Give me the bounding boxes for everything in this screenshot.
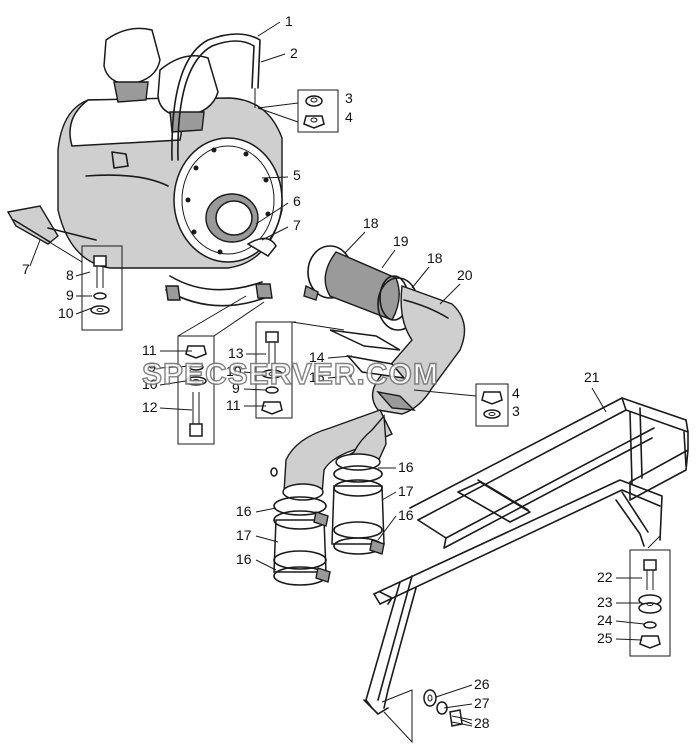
fastener-kit-bolt-13 bbox=[255, 321, 345, 419]
callout-leader bbox=[615, 638, 643, 641]
callout-label: 10 bbox=[226, 363, 242, 379]
callout-label: 9 bbox=[232, 380, 240, 396]
callout-leader bbox=[243, 388, 267, 391]
fastener-kit-nuts-right bbox=[413, 383, 509, 427]
callout-label: 3 bbox=[345, 90, 353, 106]
callout-leader bbox=[411, 266, 430, 289]
callout-label: 7 bbox=[293, 217, 301, 233]
callout-leader bbox=[381, 249, 396, 269]
callout-label: 4 bbox=[512, 385, 520, 401]
callout-leader bbox=[377, 515, 397, 541]
support-frame bbox=[363, 397, 689, 715]
callout-leader bbox=[261, 176, 289, 179]
callout-leader bbox=[255, 559, 277, 571]
callout-leader bbox=[260, 53, 286, 63]
callout-label: 6 bbox=[293, 193, 301, 209]
intake-cap-left bbox=[103, 27, 161, 103]
callout-leader bbox=[29, 239, 41, 267]
left-mounting-bracket bbox=[6, 205, 97, 245]
callout-label: 9 bbox=[148, 359, 156, 375]
callout-label: 16 bbox=[398, 459, 414, 475]
callout-leader bbox=[255, 535, 279, 543]
callout-leader bbox=[461, 719, 473, 725]
callout-leader bbox=[261, 226, 289, 241]
fastener-kit-bolt-8-10 bbox=[45, 239, 123, 331]
y-pipe-branch-left bbox=[270, 409, 393, 501]
callout-label: 23 bbox=[597, 594, 613, 610]
intake-pipe-elbow bbox=[371, 285, 466, 415]
outlet-pipe-stub bbox=[205, 193, 259, 243]
callout-leader bbox=[255, 507, 277, 513]
callout-label: 11 bbox=[142, 342, 157, 358]
callout-leader bbox=[159, 365, 193, 369]
callout-label: 7 bbox=[22, 261, 30, 277]
callout-label: 18 bbox=[363, 215, 379, 231]
callout-label: 2 bbox=[290, 45, 298, 61]
fastener-kit-bolt-26-28 bbox=[381, 689, 473, 744]
fastener-kit-nuts-top bbox=[257, 89, 339, 133]
callout-label: 12 bbox=[142, 399, 158, 415]
callout-leader bbox=[435, 684, 473, 698]
callout-label: 25 bbox=[597, 630, 613, 646]
pipe-mounting-bracket bbox=[329, 329, 416, 411]
callout-label: 15 bbox=[309, 369, 325, 385]
callout-leader bbox=[327, 355, 353, 359]
callout-leader bbox=[443, 703, 473, 709]
lower-mounting-band bbox=[165, 237, 277, 307]
callout-label: 3 bbox=[512, 403, 520, 419]
callout-label: 1 bbox=[285, 13, 293, 29]
left-lower-hose bbox=[273, 496, 331, 586]
callout-leader bbox=[159, 407, 193, 411]
fastener-kit-bolt-11-12 bbox=[177, 295, 265, 445]
callout-label: 17 bbox=[236, 527, 252, 543]
callout-label: 18 bbox=[427, 250, 443, 266]
callout-label: 16 bbox=[236, 551, 252, 567]
callout-leader bbox=[255, 202, 289, 225]
callout-leader bbox=[591, 387, 607, 413]
callout-label: 28 bbox=[474, 715, 490, 731]
callout-leader bbox=[327, 375, 353, 379]
watermark-text: SPECSERVER.COM bbox=[142, 358, 439, 391]
intake-hose bbox=[324, 251, 409, 321]
callout-label: 4 bbox=[345, 109, 353, 125]
callout-leader bbox=[439, 283, 461, 305]
callout-label: 17 bbox=[398, 483, 414, 499]
callout-label: 14 bbox=[309, 349, 325, 365]
callout-label: 11 bbox=[226, 397, 241, 413]
callout-label: 16 bbox=[398, 507, 414, 523]
callout-label: 5 bbox=[293, 167, 301, 183]
callout-leader bbox=[615, 620, 645, 625]
callout-label: 26 bbox=[474, 676, 490, 692]
callout-leader bbox=[381, 491, 397, 501]
callout-leader bbox=[344, 231, 366, 254]
callout-label: 20 bbox=[457, 267, 473, 283]
callout-label: 27 bbox=[474, 695, 490, 711]
callout-label: 19 bbox=[393, 233, 409, 249]
callout-label: 9 bbox=[66, 287, 74, 303]
callout-label: 24 bbox=[597, 612, 613, 628]
callout-label: 10 bbox=[142, 376, 158, 392]
callout-leader bbox=[75, 271, 91, 277]
callout-leader bbox=[75, 307, 93, 315]
fastener-kit-bolt-22-25 bbox=[629, 535, 671, 657]
callout-leader bbox=[159, 379, 193, 386]
callout-label: 10 bbox=[58, 305, 74, 321]
callout-leader bbox=[243, 371, 265, 375]
right-lower-hose bbox=[331, 465, 385, 555]
callout-leader-lines bbox=[29, 21, 645, 725]
callout-leader bbox=[257, 21, 281, 37]
y-pipe-branch-right bbox=[335, 414, 387, 471]
callout-label: 16 bbox=[236, 503, 252, 519]
callout-label: 8 bbox=[66, 267, 74, 283]
callout-label: 22 bbox=[597, 569, 613, 585]
retaining-strap bbox=[171, 33, 261, 161]
callout-label: 13 bbox=[228, 345, 244, 361]
callout-label: 21 bbox=[584, 369, 600, 385]
